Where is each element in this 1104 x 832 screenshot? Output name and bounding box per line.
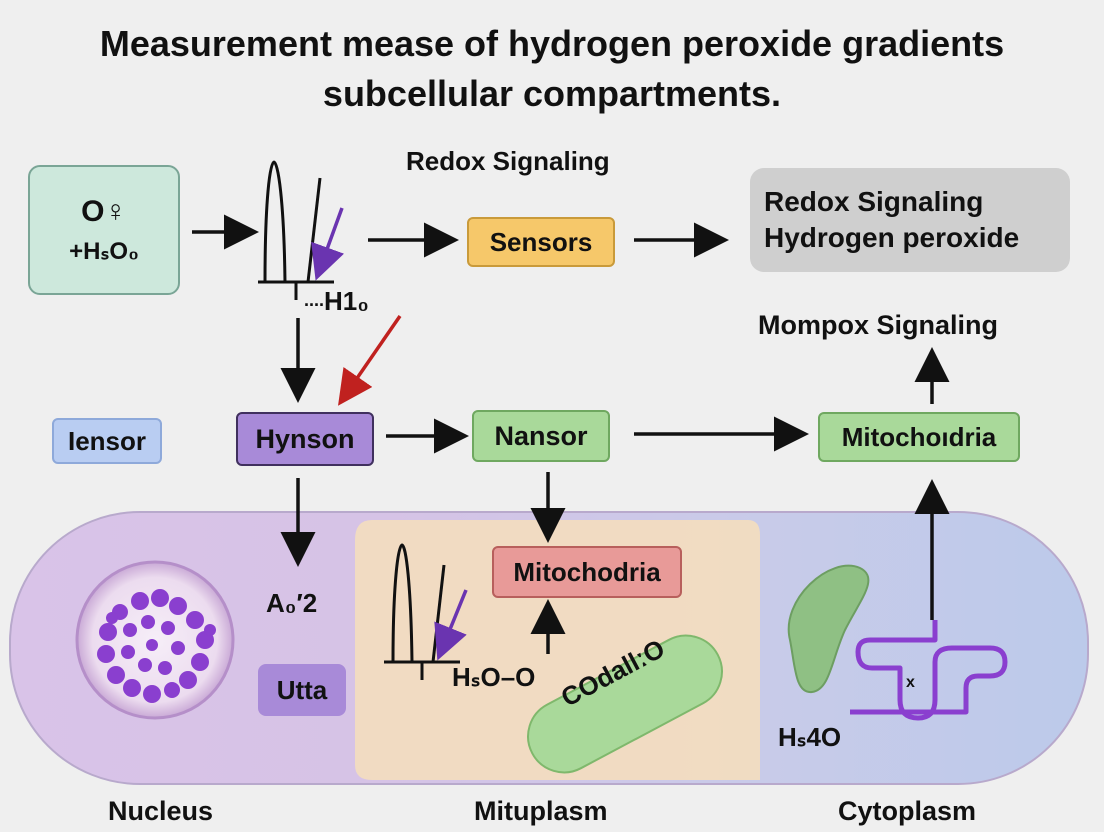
nansor-box: Nansor <box>472 410 610 462</box>
mitochodria-box: Mitochodria <box>492 546 682 598</box>
utta-box: Utta <box>258 664 346 716</box>
cytoplasm-organelle <box>787 564 870 694</box>
output-line-1: Redox Signaling <box>764 185 984 217</box>
output-line-2: Hydrogen peroxide <box>764 222 1020 253</box>
mitochondria-box: Mitochoıdria <box>818 412 1020 462</box>
purple-arrow-cell <box>434 589 468 661</box>
red-arrow <box>338 315 402 406</box>
spectrum-label-text: H1₀ <box>324 286 369 316</box>
nucleus-granules <box>97 589 216 703</box>
cytoplasm-label: Cytoplasm <box>838 796 977 826</box>
tensor-box: Ιensor <box>52 418 162 464</box>
x-mark: x <box>906 674 915 691</box>
h-formula-label: HₛO–O <box>452 662 536 692</box>
spectrum-dots: .... <box>304 290 325 310</box>
input-molecule-box: O♀ +HₛO₀ <box>28 165 180 295</box>
redox-signaling-heading: Redox Signaling <box>406 146 610 176</box>
sensors-box: Sensors <box>467 217 615 267</box>
oxygen-symbol: O♀ <box>81 194 127 228</box>
spectrum-label: ....H1₀ <box>304 286 369 317</box>
mituplasm-label: Mituplasm <box>474 796 608 826</box>
diagram-title-line-1: Measurement mease of hydrogen peroxide g… <box>99 23 1005 64</box>
ao2-label: A₀′2 <box>266 588 318 618</box>
diagram-title-line-2: subcellular compartments. <box>322 73 782 114</box>
nucleus-label: Nucleus <box>108 796 214 826</box>
redox-output-box: Redox Signaling Hydrogen peroxide <box>750 168 1070 272</box>
codall-organelle <box>527 634 723 774</box>
spectrum-icon-top <box>258 160 334 300</box>
spectrum-icon-cell <box>384 543 460 680</box>
mompox-signaling-label: Mompox Signaling <box>758 310 998 340</box>
h4o-label: Hₛ4O <box>778 722 842 752</box>
signaling-pathway-squiggle <box>850 620 1008 721</box>
hynson-box: Hynson <box>236 412 374 466</box>
flow-arrows <box>192 214 950 654</box>
purple-arrow-top <box>311 207 345 281</box>
input-formula: +HₛO₀ <box>69 237 139 265</box>
